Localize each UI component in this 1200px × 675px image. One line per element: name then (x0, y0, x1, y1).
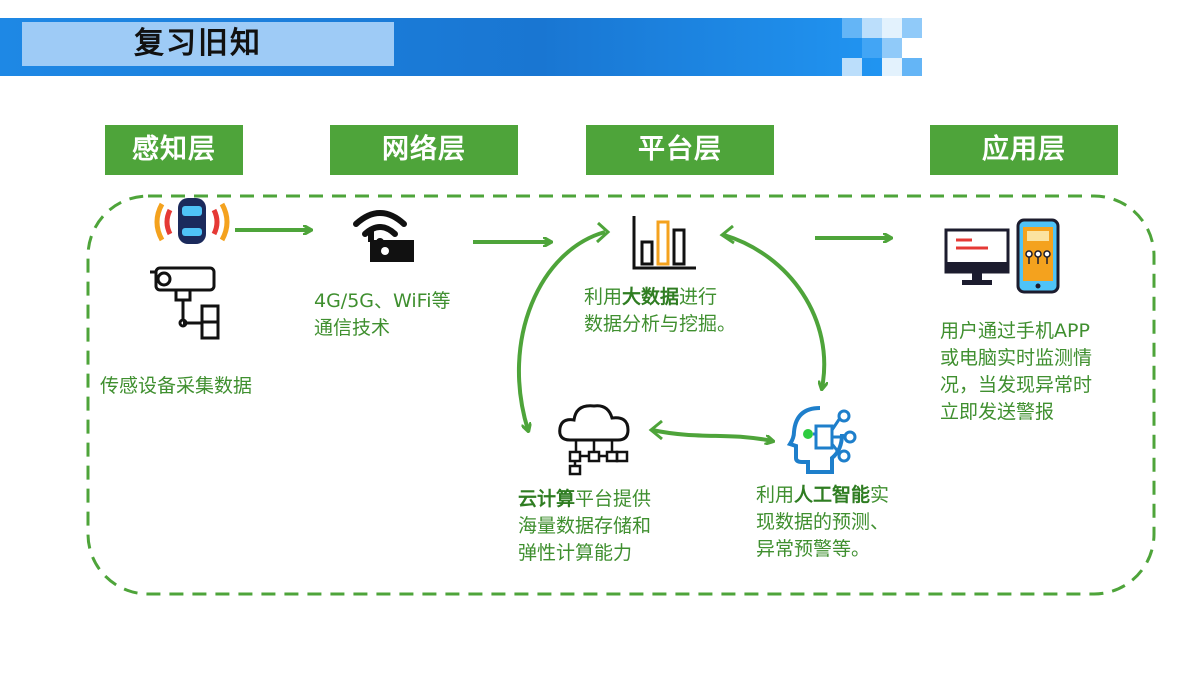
platform-text-bold: 大数据 (622, 286, 680, 308)
cloud-text-bold: 云计算 (518, 488, 576, 510)
car-sensor-icon (154, 198, 230, 244)
arrow-platform-to-cloud (516, 230, 606, 430)
cloud-line-2: 海量数据存储和 (518, 515, 652, 537)
platform-description: 利用大数据进行 数据分析与挖掘。 (584, 284, 736, 338)
cloud-description: 云计算平台提供 海量数据存储和 弹性计算能力 (518, 486, 651, 567)
network-description: 4G/5G、WiFi等 通信技术 (314, 288, 451, 342)
ai-text-pre: 利用 (756, 484, 795, 506)
header-title-panel (22, 22, 394, 66)
application-line-4: 立即发送警报 (940, 401, 1055, 423)
platform-line-2: 数据分析与挖掘。 (584, 313, 737, 335)
application-line-3: 况，当发现异常时 (940, 374, 1093, 396)
cloud-text-post: 平台提供 (575, 488, 652, 510)
layer-application: 应用层 (930, 125, 1118, 175)
arrow-platform-to-ai (723, 233, 824, 388)
cloud-line-3: 弹性计算能力 (518, 542, 633, 564)
bar-chart-icon (632, 216, 696, 270)
wifi-router-icon (353, 210, 414, 262)
smartphone-icon (1016, 218, 1060, 294)
layer-platform: 平台层 (586, 125, 774, 175)
application-line-1: 用户通过手机APP (940, 320, 1090, 342)
perception-description: 传感设备采集数据 (100, 375, 253, 397)
ai-head-icon (786, 406, 857, 474)
network-line-2: 通信技术 (314, 317, 391, 339)
platform-text-pre: 利用 (584, 286, 623, 308)
page-title: 复习旧知 (134, 26, 262, 61)
camera-icon (150, 266, 220, 340)
monitor-icon (944, 228, 1010, 285)
application-description: 用户通过手机APP 或电脑实时监测情 况，当发现异常时 立即发送警报 (940, 318, 1092, 426)
ai-line-2: 现数据的预测、 (756, 511, 890, 533)
ai-text-post: 实 (870, 484, 890, 506)
network-line-1: 4G/5G、WiFi等 (314, 290, 451, 312)
layer-perception: 感知层 (105, 125, 243, 175)
ai-line-3: 异常预警等。 (756, 538, 871, 560)
platform-text-post: 进行 (679, 286, 718, 308)
ai-description: 利用人工智能实 现数据的预测、 异常预警等。 (756, 482, 889, 563)
application-line-2: 或电脑实时监测情 (940, 347, 1093, 369)
ai-text-bold: 人工智能 (794, 484, 871, 506)
cloud-computing-icon (558, 404, 630, 476)
arrow-cloud-to-ai (651, 428, 772, 441)
layer-network: 网络层 (330, 125, 518, 175)
